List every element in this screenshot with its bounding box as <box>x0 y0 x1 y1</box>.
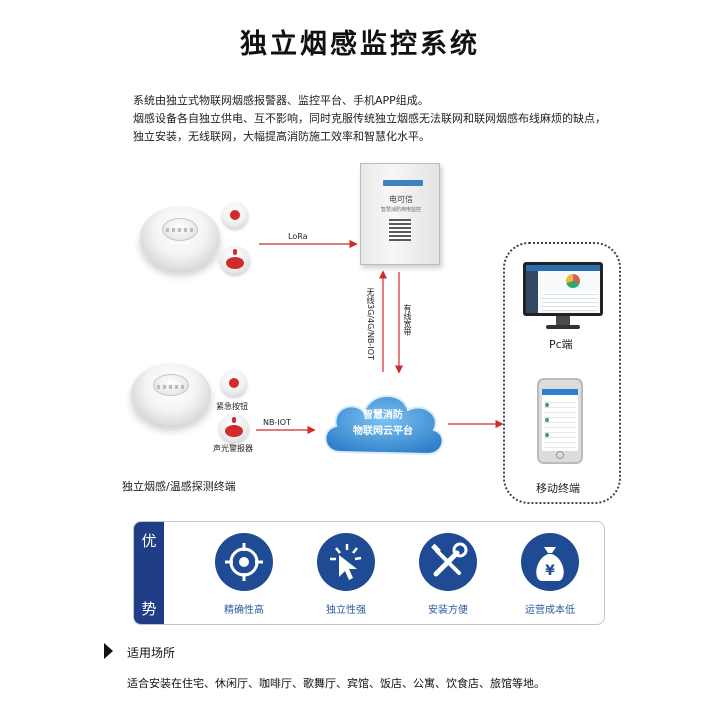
qr-code-icon <box>389 219 411 241</box>
cloud-subtitle: 物联网云平台 <box>353 426 413 437</box>
advantages-panel: 优 势 精确性高 <box>133 521 605 625</box>
emergency-button-device <box>221 370 247 396</box>
cloud-icon <box>324 395 444 456</box>
section-bullet-icon <box>104 643 113 659</box>
lora-label: LoRa <box>288 232 308 241</box>
section-heading: 适用场所 <box>127 646 176 660</box>
sound-light-alarm-device <box>220 246 250 274</box>
wired-link-label: 有线宽带 <box>403 304 412 336</box>
click-cursor-icon <box>317 533 375 591</box>
tools-icon <box>419 533 477 591</box>
sound-light-alarm-label: 声光警报器 <box>213 444 253 453</box>
clients-dotted-box <box>503 242 621 504</box>
feature-label: 运营成本低 <box>525 605 575 616</box>
page-title: 独立烟感监控系统 <box>240 29 480 60</box>
cloud-title: 智慧消防 <box>363 410 403 421</box>
money-bag-icon: ¥ <box>521 533 579 591</box>
emergency-button-label: 紧急按钮 <box>216 402 248 411</box>
wireless-link-label: 无线3G/4G/NB-IOT <box>366 288 375 360</box>
crosshair-icon <box>215 533 273 591</box>
feature-label: 独立性强 <box>326 605 366 616</box>
smoke-detector-top <box>140 206 220 270</box>
monitoring-cabinet: 电可信 智慧消防用电监控 <box>360 163 440 265</box>
intro-line: 系统由独立式物联网烟感报警器、监控平台、手机APP组成。 <box>133 94 429 107</box>
feature-label: 安装方便 <box>428 605 468 616</box>
advantages-tag: 优 势 <box>134 522 164 624</box>
intro-paragraph: 系统由独立式物联网烟感报警器、监控平台、手机APP组成。 烟感设备各自独立供电、… <box>133 92 633 146</box>
cabinet-brand: 电可信 <box>389 195 413 204</box>
intro-line: 独立安装，无线联网，大幅提高消防施工效率和智慧化水平。 <box>133 130 430 143</box>
smoke-detector-bottom <box>131 363 211 425</box>
cabinet-logo <box>383 180 423 186</box>
monitor-stand <box>556 316 570 325</box>
monitor-base <box>546 325 580 329</box>
terminal-label: 独立烟感/温感探测终端 <box>122 480 236 493</box>
nbiot-label: NB-IOT <box>263 418 291 427</box>
pc-label: Pc端 <box>549 338 573 351</box>
feature-label: 精确性高 <box>224 605 264 616</box>
sound-light-alarm-device <box>219 414 249 442</box>
pc-monitor-icon <box>523 262 603 316</box>
section-text: 适合安装在住宅、休闲厅、咖啡厅、歌舞厅、宾馆、饭店、公寓、饮食店、旅馆等地。 <box>127 677 545 690</box>
svg-text:¥: ¥ <box>545 563 555 579</box>
intro-line: 烟感设备各自独立供电、互不影响，同时克服传统独立烟感无法联网和联网烟感布线麻烦的… <box>133 112 606 125</box>
emergency-button-device <box>222 202 248 228</box>
mobile-phone-icon <box>537 378 583 464</box>
mobile-label: 移动终端 <box>536 482 580 495</box>
cabinet-subtitle: 智慧消防用电监控 <box>380 207 421 213</box>
advantages-tag-char: 势 <box>141 600 157 618</box>
advantages-tag-char: 优 <box>141 532 157 550</box>
